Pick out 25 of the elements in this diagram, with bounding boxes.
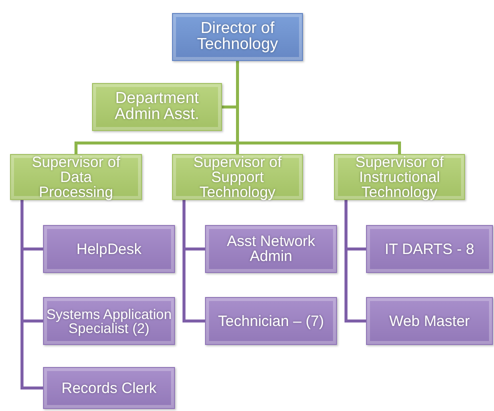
role-title: Technician – (7) bbox=[217, 314, 325, 328]
role-box bbox=[92, 83, 222, 131]
staff-box bbox=[205, 225, 337, 273]
director-box bbox=[172, 13, 303, 61]
connector-line bbox=[20, 200, 43, 390]
staff-box bbox=[366, 297, 493, 345]
role-title: Asst Network Admin bbox=[226, 234, 316, 264]
role-title: IT DARTS - 8 bbox=[384, 242, 476, 256]
role-title: Supervisor of Instructional Technology bbox=[354, 154, 445, 200]
role-box bbox=[334, 154, 465, 200]
role-title: Department Admin Asst. bbox=[114, 91, 200, 123]
role-box bbox=[172, 154, 303, 200]
staff-box bbox=[205, 297, 337, 345]
role-title: Director of Technology bbox=[196, 21, 279, 53]
role-title: HelpDesk bbox=[75, 242, 143, 256]
staff-box bbox=[366, 225, 493, 273]
role-title: Web Master bbox=[388, 314, 471, 328]
role-title: Records Clerk bbox=[60, 380, 158, 396]
staff-box bbox=[43, 297, 175, 345]
role-title: Supervisor of Support Technology bbox=[192, 154, 283, 200]
role-box bbox=[10, 154, 142, 200]
staff-box bbox=[43, 367, 175, 409]
role-title: Systems Application Specialist (2) bbox=[45, 307, 173, 335]
staff-box bbox=[43, 225, 175, 273]
role-title: Supervisor of Data Processing bbox=[30, 154, 122, 200]
